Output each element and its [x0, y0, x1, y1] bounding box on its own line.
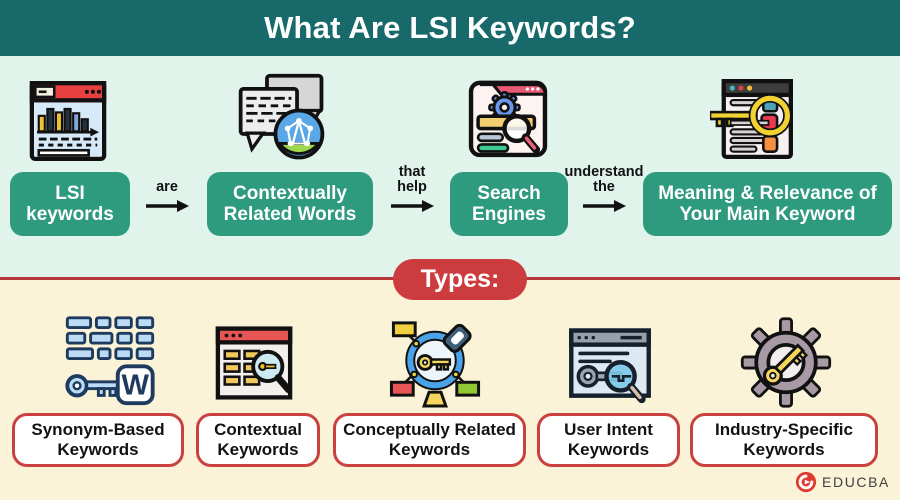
keyword-magnifier-browser-icon: [710, 74, 796, 164]
flow-connector-understand-the: understand the: [561, 162, 647, 214]
educba-logo: EDUCBA: [795, 471, 890, 493]
letter-w-glyph: W: [121, 369, 149, 401]
connector-label: are: [156, 179, 178, 196]
page-title: What Are LSI Keywords?: [264, 10, 636, 45]
flow-step-lsi-keywords: LSI keywords: [10, 172, 130, 236]
search-gear-browser-icon: [464, 74, 552, 162]
educba-wordmark: EDUCBA: [822, 474, 890, 490]
arrow-right-icon: [583, 200, 626, 212]
bar-chart-browser-icon: [24, 78, 112, 164]
type-box-contextual: Contextual Keywords: [196, 413, 320, 467]
arrow-right-icon: [391, 200, 434, 212]
connector-label: understand the: [564, 163, 644, 196]
header-banner: What Are LSI Keywords?: [0, 0, 900, 56]
arrow-right-icon: [146, 200, 189, 212]
chat-bubbles-network-icon: [232, 72, 332, 166]
type-box-user-intent: User Intent Keywords: [537, 413, 680, 467]
flow-step-meaning-relevance: Meaning & Relevance of Your Main Keyword: [643, 172, 892, 236]
synonym-blocks-key-icon: W: [60, 312, 160, 409]
types-badge: Types:: [393, 259, 527, 300]
industry-gear-key-icon: [739, 316, 833, 409]
flow-step-search-engines: Search Engines: [450, 172, 568, 236]
flow-step-contextually-related-words: Contextually Related Words: [207, 172, 373, 236]
type-box-conceptually-related: Conceptually Related Keywords: [333, 413, 526, 467]
concept-map-magnifier-icon: [383, 311, 487, 410]
type-box-synonym-based: Synonym-Based Keywords: [12, 413, 184, 467]
educba-icon: [795, 471, 817, 493]
contextual-browser-magnifier-icon: [205, 320, 303, 406]
connector-label: that help: [397, 163, 427, 196]
user-intent-key-magnifier-icon: [562, 320, 658, 408]
flow-connector-are: are: [139, 180, 195, 214]
flow-connector-that-help: that help: [384, 162, 440, 214]
type-box-industry-specific: Industry-Specific Keywords: [690, 413, 878, 467]
